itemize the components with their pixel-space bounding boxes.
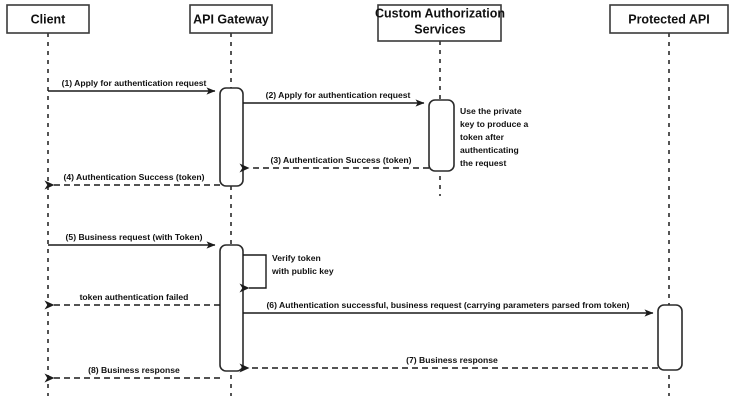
message-label-m2: (2) Apply for authentication request [266, 90, 411, 100]
participant-protected-api[interactable] [609, 4, 729, 34]
note-private-key-line-2: key to produce a [460, 119, 529, 129]
message-label-m4: (4) Authentication Success (token) [63, 172, 204, 182]
self-call-label-verify-token-line1: Verify token [272, 253, 321, 263]
note-private-key-line-3: token after [460, 132, 505, 142]
message-label-m-fail: token authentication failed [80, 292, 189, 302]
participant-label-custom-authorization-services-line2: Services [414, 22, 465, 36]
note-private-key-line-1: Use the private [460, 106, 522, 116]
activation-custom-auth [428, 99, 455, 172]
activation-protected-api [657, 304, 683, 371]
participant-label-client: Client [31, 12, 67, 26]
note-private-key-line-4: authenticating [460, 145, 519, 155]
message-label-m3: (3) Authentication Success (token) [270, 155, 411, 165]
message-label-m8: (8) Business response [88, 365, 180, 375]
participant-box-custom-authorization-services[interactable] [377, 4, 502, 42]
participant-custom-authorization-services[interactable] [377, 4, 502, 42]
message-label-m6: (6) Authentication successful, business … [266, 300, 629, 310]
note-private-key-line-5: the request [460, 158, 506, 168]
participant-label-custom-authorization-services-line1: Custom Authorization [375, 6, 505, 20]
self-call-label-verify-token-line2: with public key [271, 266, 334, 276]
participant-label-api-gateway: API Gateway [193, 12, 269, 26]
activation-api-gateway-auth [219, 87, 244, 187]
message-label-m5: (5) Business request (with Token) [66, 232, 203, 242]
activation-api-gateway-business [219, 244, 244, 372]
participant-box-api-gateway[interactable] [189, 4, 273, 34]
participant-api-gateway[interactable] [189, 4, 273, 34]
self-call-arrow-verify-token[interactable] [239, 254, 267, 293]
participant-box-protected-api[interactable] [609, 4, 729, 34]
message-label-m7: (7) Business response [406, 355, 498, 365]
participant-label-protected-api: Protected API [628, 12, 710, 26]
message-label-m1: (1) Apply for authentication request [62, 78, 207, 88]
participant-box-client[interactable] [6, 4, 90, 34]
participant-client[interactable] [6, 4, 90, 34]
